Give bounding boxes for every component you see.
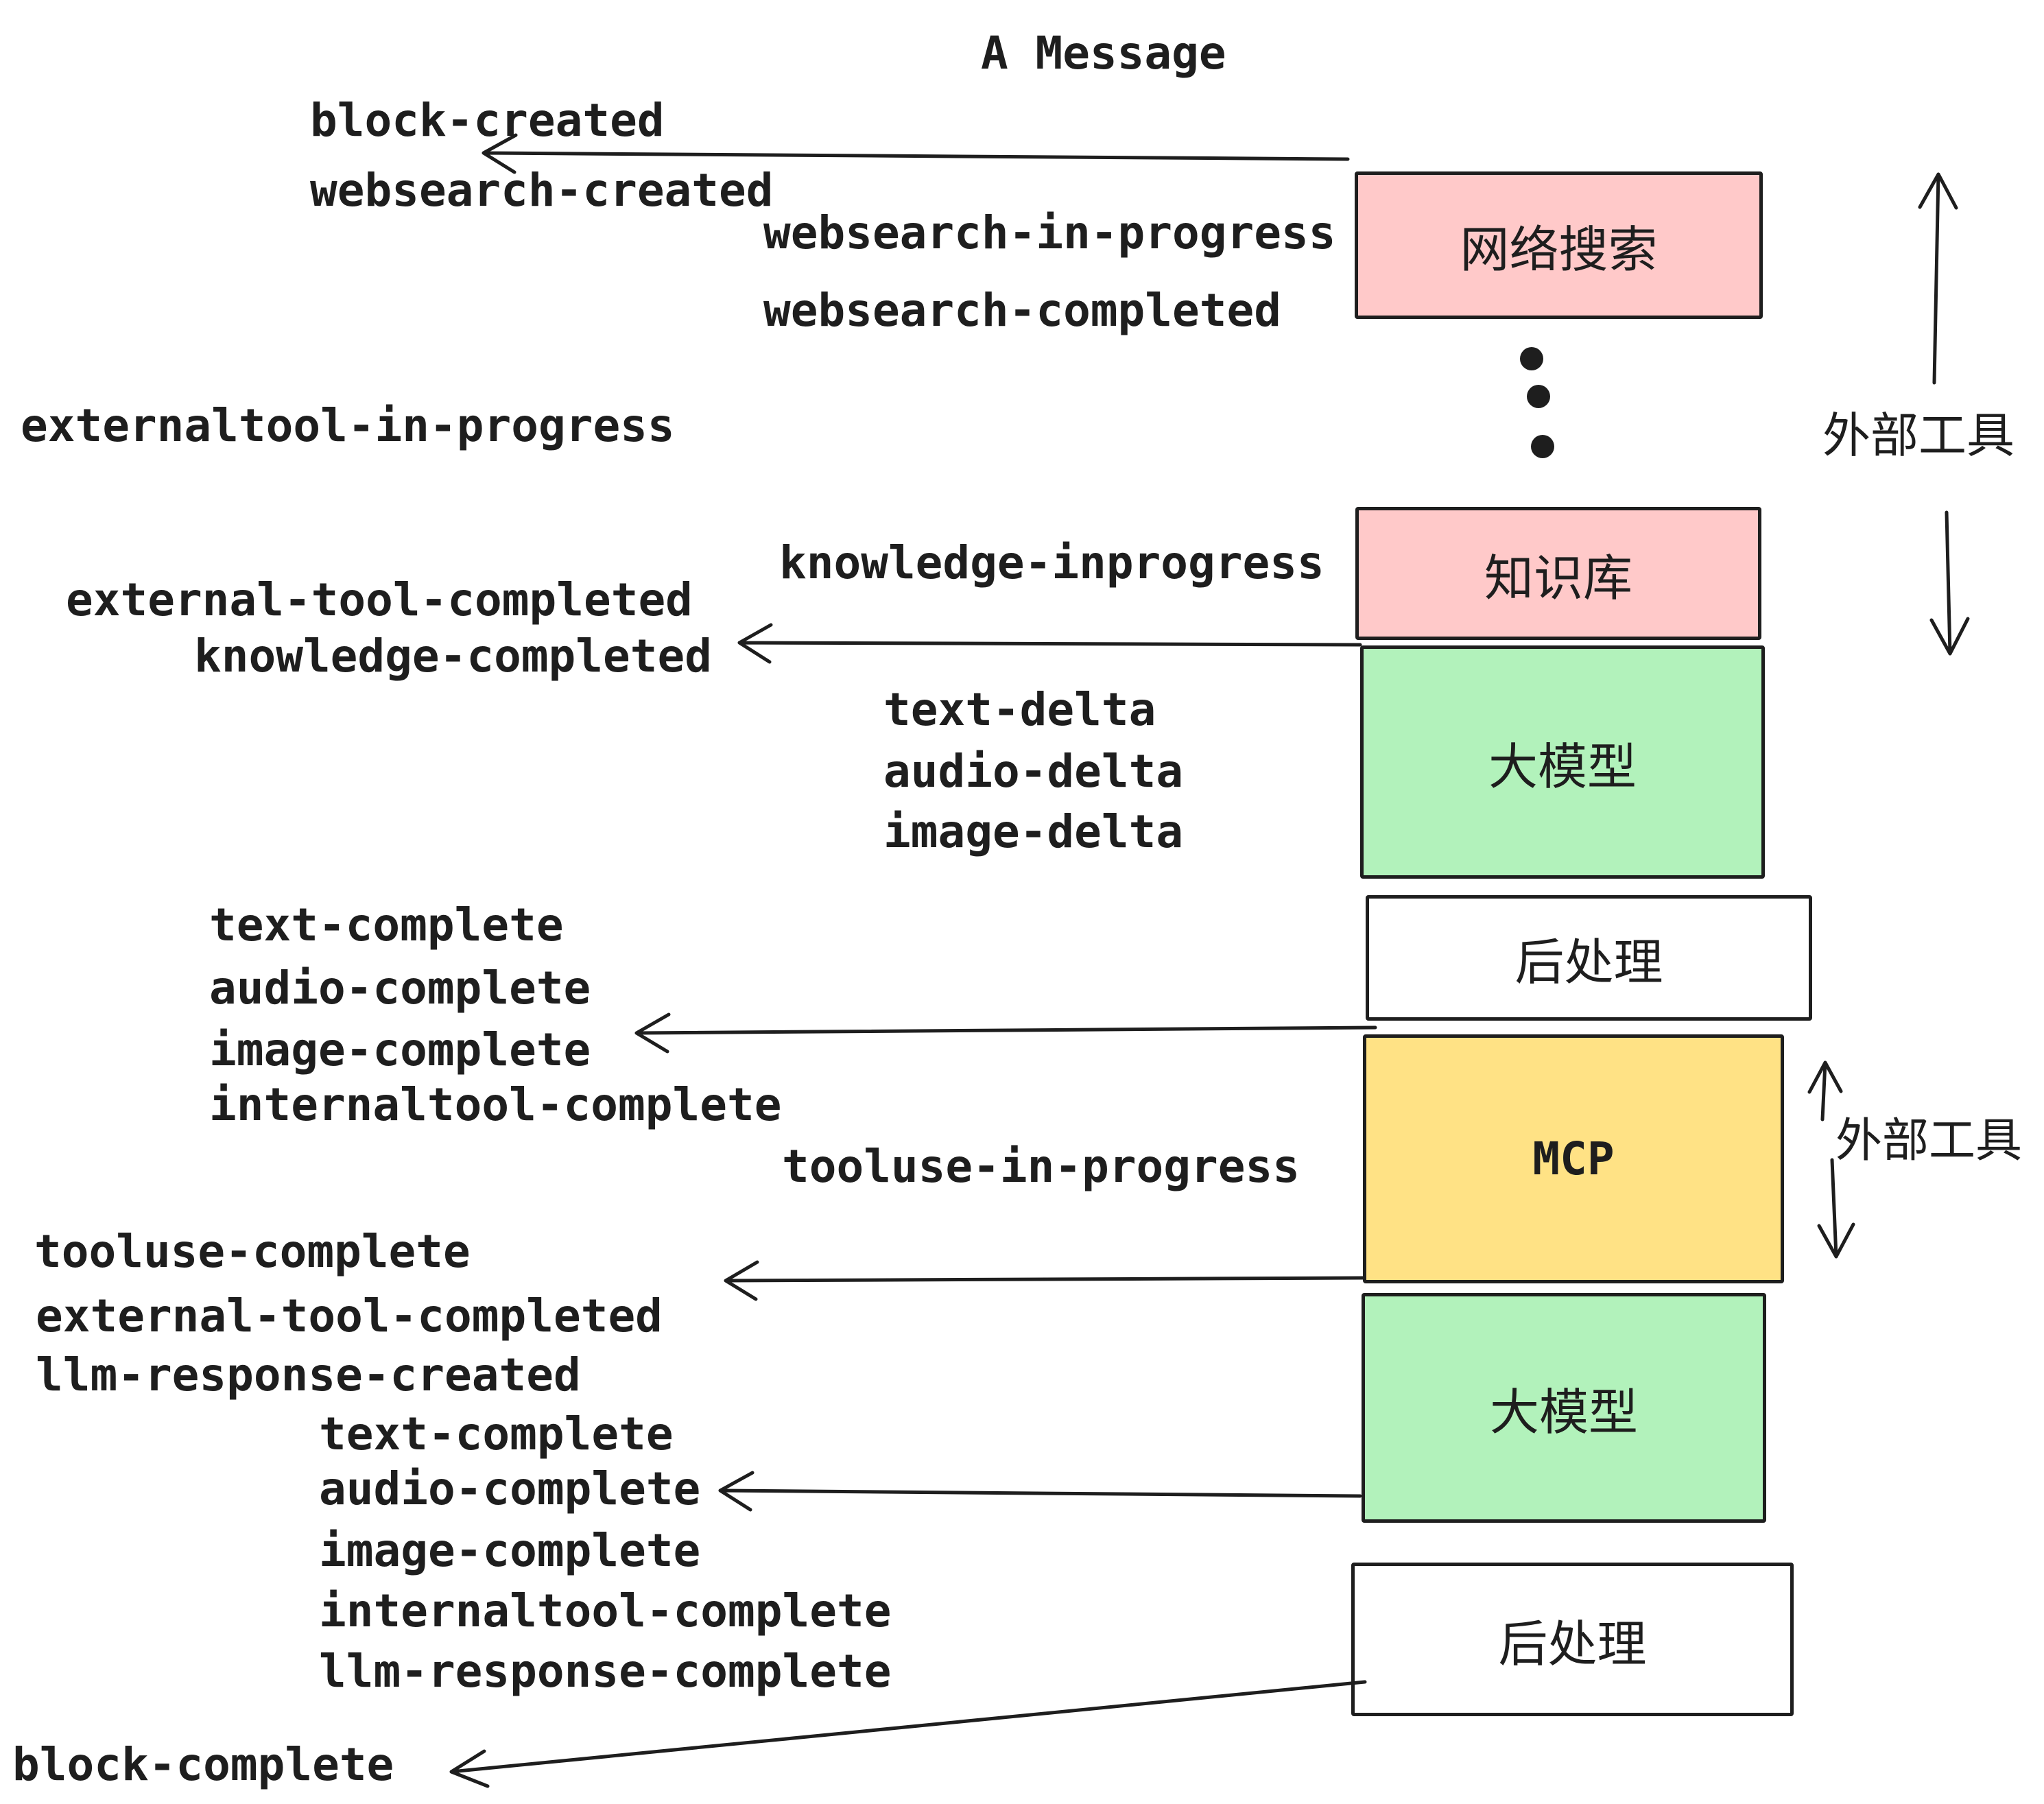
box-websearch-label: 网络搜索 — [1460, 221, 1658, 278]
page-title: A Message — [981, 27, 1226, 80]
arrow-mcp-to-tooluse-complete — [724, 1260, 1366, 1301]
box-mcp-label: MCP — [1532, 1132, 1615, 1185]
arrow-mcp-to-image-complete — [634, 1012, 1377, 1054]
arrow-external-tools-down — [1929, 510, 1970, 656]
event-image-complete-1: image-complete — [209, 1023, 591, 1076]
event-websearch-in-progress: websearch-in-progress — [763, 206, 1336, 259]
event-image-delta-1: image-delta — [883, 805, 1184, 858]
box-llm-1: 大模型 — [1360, 645, 1765, 879]
event-externaltool-in-progress: externaltool-in-progress — [21, 399, 675, 452]
event-image-complete-2: image-complete — [319, 1524, 701, 1577]
box-knowledge-label: 知识库 — [1484, 549, 1632, 607]
arrow-llm2-to-audio-complete — [718, 1471, 1362, 1512]
event-block-created: block-created — [310, 94, 665, 147]
box-llm-1-label: 大模型 — [1488, 737, 1637, 796]
box-llm-2-label: 大模型 — [1489, 1384, 1638, 1441]
box-llm-2: 大模型 — [1362, 1293, 1766, 1523]
event-external-tool-completed-2: external-tool-completed — [36, 1290, 663, 1342]
event-websearch-completed: websearch-completed — [763, 284, 1281, 337]
event-internaltool-complete-1: internaltool-complete — [209, 1078, 782, 1131]
event-knowledge-inprogress: knowledge-inprogress — [779, 536, 1324, 589]
event-external-tool-completed-1: external-tool-completed — [66, 573, 693, 626]
box-knowledge: 知识库 — [1355, 507, 1761, 640]
label-external-tools-mcp: 外部工具 — [1835, 1114, 2023, 1168]
arrow-external-tools-up — [1918, 172, 1958, 385]
event-websearch-created: websearch-created — [310, 164, 774, 217]
event-audio-complete-1: audio-complete — [209, 962, 591, 1014]
arrow-mcp-external-up — [1807, 1060, 1843, 1121]
event-audio-delta-1: audio-delta — [883, 745, 1184, 798]
ellipsis-dots — [1520, 347, 1554, 458]
box-postprocess-2-label: 后处理 — [1498, 1615, 1647, 1673]
label-external-tools-top: 外部工具 — [1822, 407, 2015, 464]
box-postprocess-1: 后处理 — [1366, 895, 1812, 1021]
arrow-llm1-to-knowledge-completed — [737, 623, 1362, 664]
box-postprocess-2: 后处理 — [1351, 1563, 1794, 1716]
event-llm-response-complete: llm-response-complete — [319, 1645, 892, 1698]
event-block-complete: block-complete — [12, 1738, 394, 1791]
event-internaltool-complete-2: internaltool-complete — [319, 1585, 892, 1637]
event-text-complete-2: text-complete — [319, 1408, 674, 1460]
event-knowledge-completed: knowledge-completed — [194, 630, 712, 683]
arrow-mcp-external-down — [1817, 1158, 1855, 1259]
event-llm-response-created: llm-response-created — [36, 1349, 581, 1401]
box-postprocess-1-label: 后处理 — [1514, 934, 1663, 991]
event-tooluse-in-progress: tooluse-in-progress — [782, 1140, 1300, 1193]
event-audio-complete-2: audio-complete — [319, 1462, 701, 1515]
event-tooluse-complete: tooluse-complete — [34, 1225, 471, 1278]
event-text-delta-1: text-delta — [883, 683, 1156, 736]
box-websearch: 网络搜索 — [1355, 171, 1763, 319]
event-text-complete-1: text-complete — [209, 899, 564, 951]
box-mcp: MCP — [1363, 1034, 1784, 1283]
